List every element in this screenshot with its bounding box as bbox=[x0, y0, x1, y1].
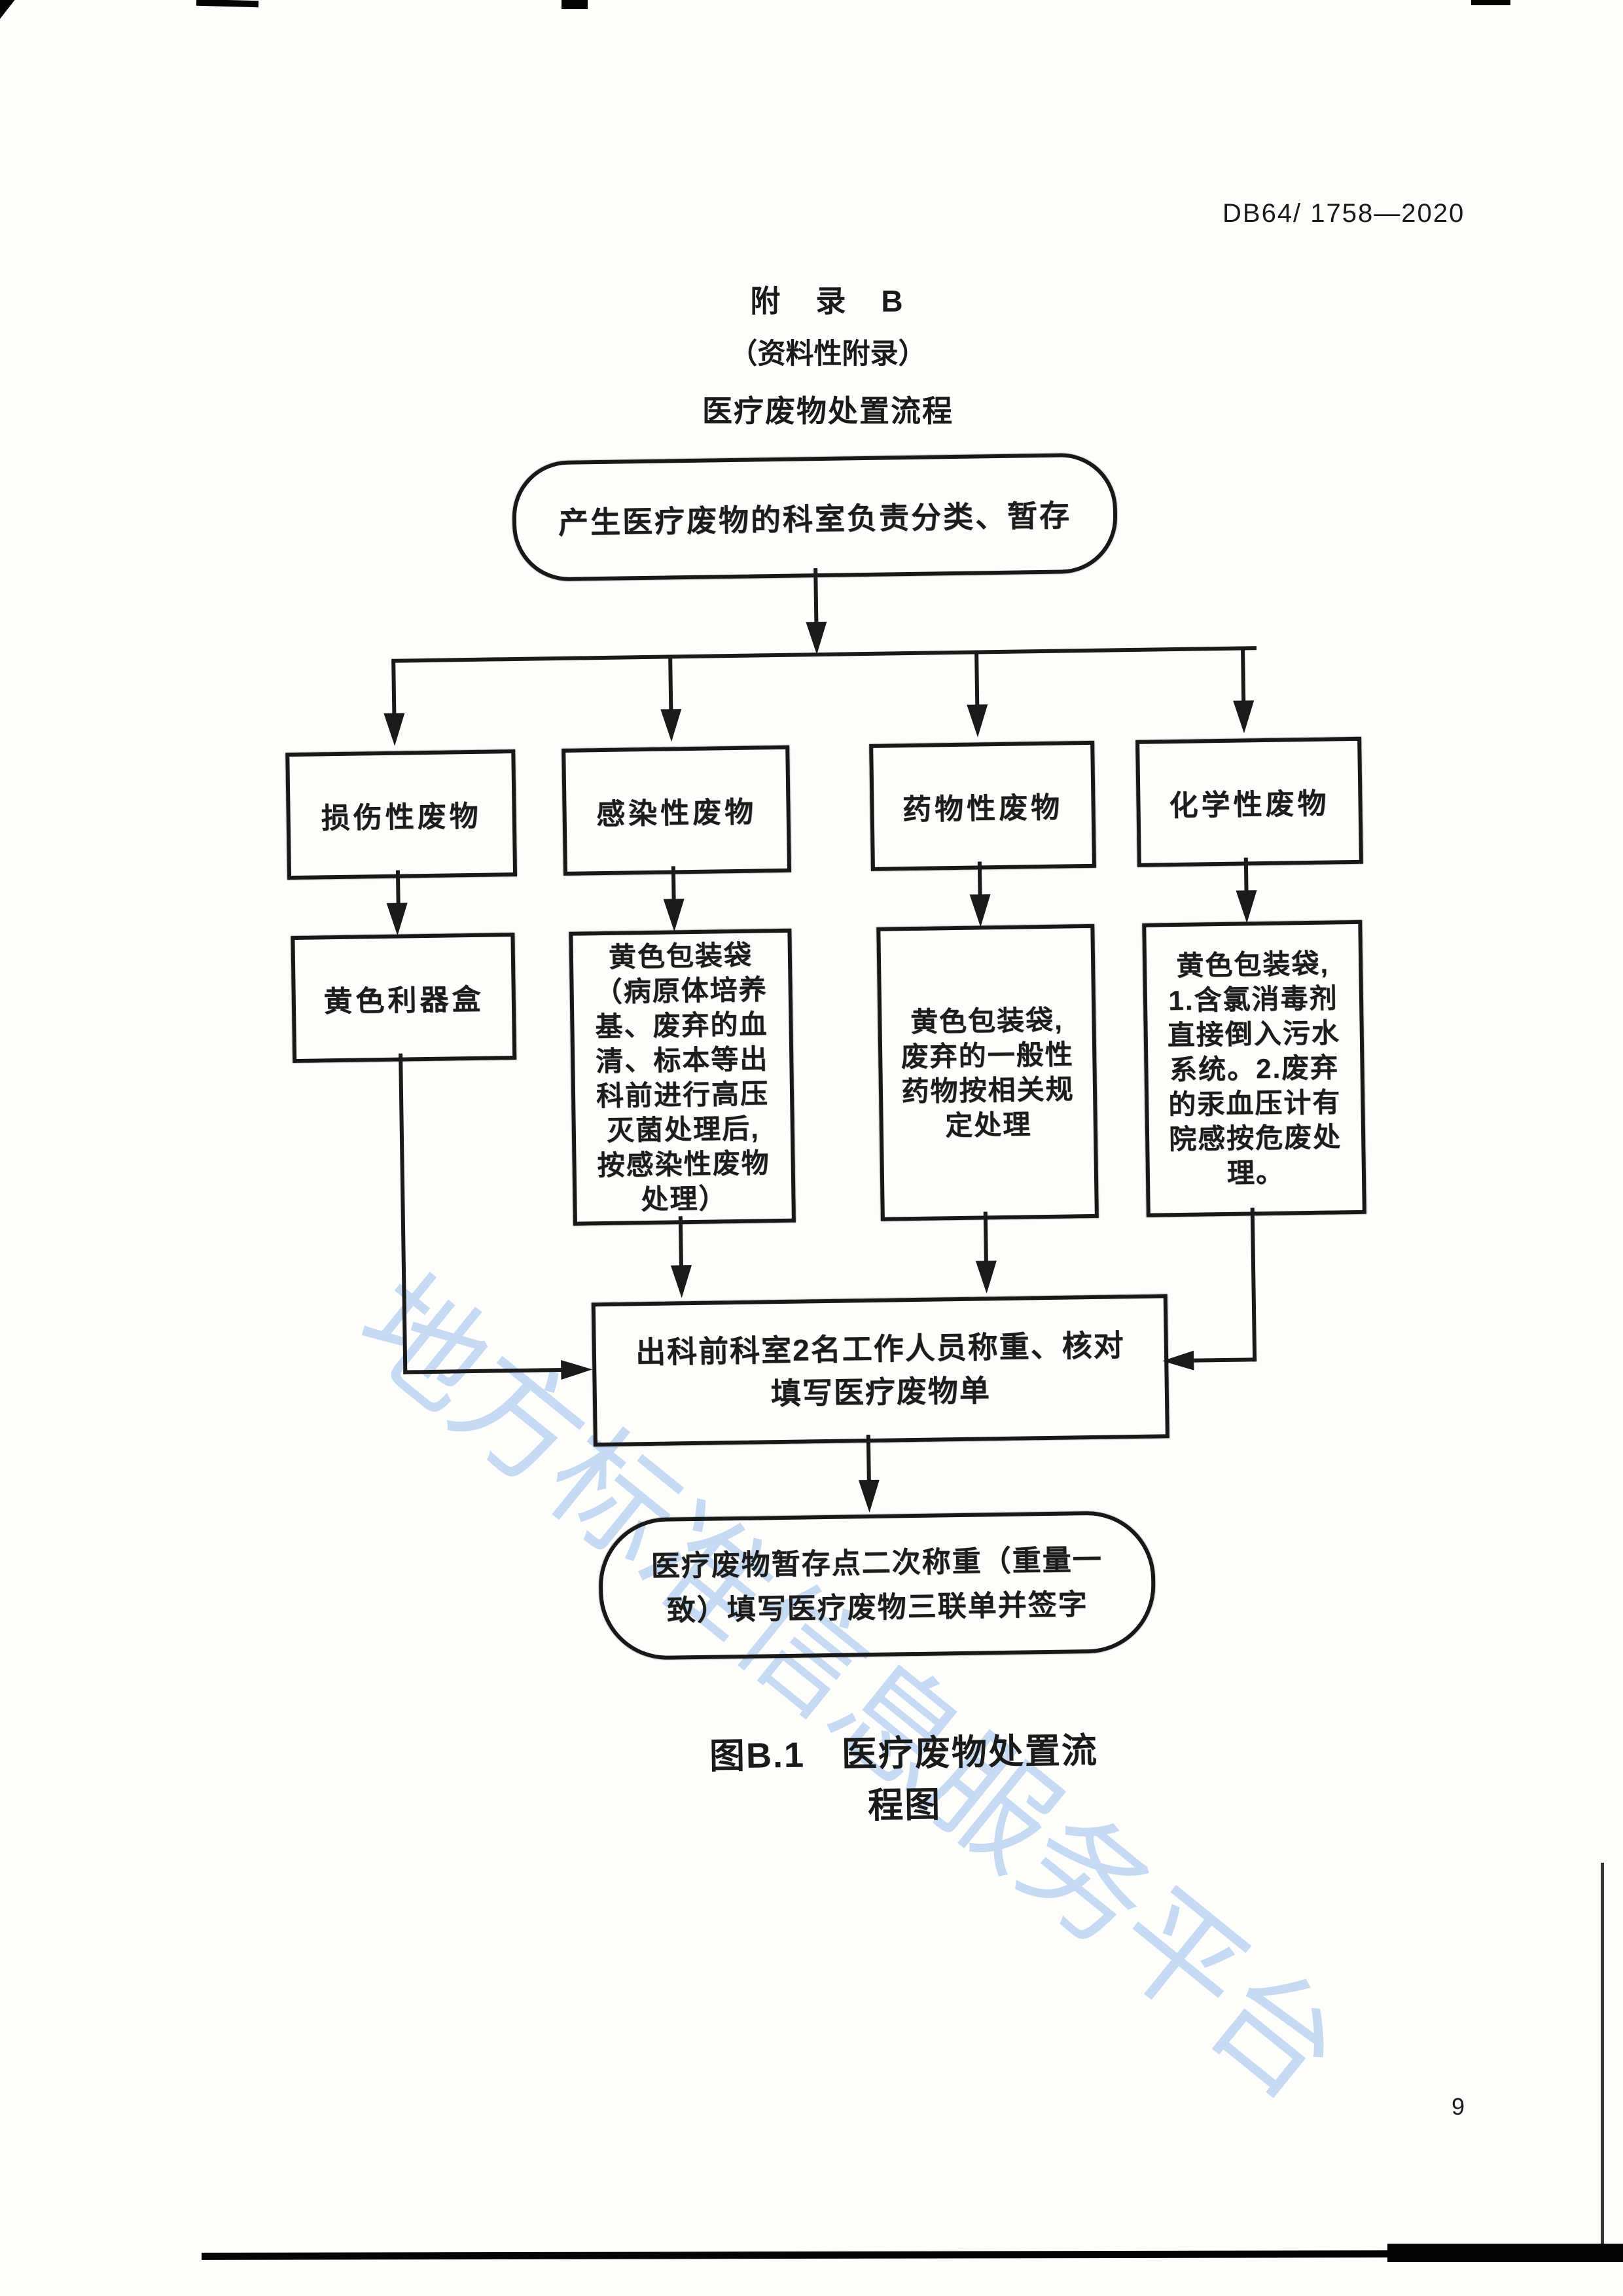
category-box-pharmaceutical-waste: 药物性废物 bbox=[869, 740, 1096, 871]
disposal-box-chemical: 黄色包装袋, 1.含氯消毒剂 直接倒入污水 系统。2.废弃 的汞血压计有 院感按… bbox=[1142, 920, 1366, 1217]
arrow-right-icon bbox=[561, 1359, 593, 1380]
connector-line bbox=[395, 870, 401, 905]
connector-line bbox=[813, 568, 819, 625]
connector-line bbox=[678, 1216, 683, 1268]
appendix-title: 附 录 B bbox=[750, 284, 906, 318]
arrow-down-icon bbox=[1236, 890, 1258, 924]
disposal-label: 黄色包装袋 （病原体培养 基、废弃的血 清、标本等出 科前进行高压 灭菌处理后,… bbox=[594, 939, 770, 1215]
arrow-down-icon bbox=[1233, 700, 1255, 734]
disposal-label: 黄色利器盒 bbox=[323, 983, 484, 1018]
arrow-down-icon bbox=[663, 899, 685, 932]
connector-line bbox=[671, 866, 676, 901]
figure-caption: 图B.1 医疗废物处置流程图 bbox=[709, 1731, 1099, 1826]
category-box-infectious-waste: 感染性废物 bbox=[562, 745, 792, 876]
connector-line bbox=[403, 1367, 564, 1374]
connector-line bbox=[983, 1211, 988, 1263]
appendix-type-subtitle: （资料性附录） bbox=[729, 338, 927, 370]
disposal-label: 黄色包装袋, 1.含氯消毒剂 直接倒入污水 系统。2.废弃 的汞血压计有 院感按… bbox=[1167, 948, 1342, 1189]
arrow-down-icon bbox=[967, 704, 988, 738]
scan-right-edge-line bbox=[1601, 1863, 1604, 2250]
disposal-box-sharps-container: 黄色利器盒 bbox=[291, 933, 517, 1064]
category-box-chemical-waste: 化学性废物 bbox=[1135, 736, 1363, 867]
disposal-box-infectious: 黄色包装袋 （病原体培养 基、废弃的血 清、标本等出 科前进行高压 灭菌处理后,… bbox=[569, 928, 796, 1226]
connector-line bbox=[1241, 648, 1246, 704]
connector-line bbox=[866, 1435, 871, 1482]
category-label: 损伤性废物 bbox=[321, 800, 482, 835]
arrow-down-icon bbox=[383, 713, 406, 746]
final-step-label: 医疗废物暂存点二次称重（重量一 致）填写医疗废物三联单并签字 bbox=[651, 1543, 1103, 1627]
arrow-down-icon bbox=[670, 1265, 692, 1299]
connector-line bbox=[1250, 1208, 1257, 1362]
connector-line bbox=[977, 861, 982, 896]
connector-line bbox=[1194, 1357, 1257, 1363]
arrow-down-icon bbox=[806, 621, 828, 655]
disposal-label: 黄色包装袋, 废弃的一般性 药物按相关规 定处理 bbox=[901, 1004, 1075, 1141]
arrow-down-icon bbox=[975, 1261, 997, 1294]
category-box-sharps-waste: 损伤性废物 bbox=[285, 749, 518, 880]
page-number: 9 bbox=[1451, 2093, 1465, 2120]
scan-edge-speck bbox=[1471, 0, 1510, 5]
category-label: 化学性废物 bbox=[1169, 787, 1330, 823]
flow-start-label: 产生医疗废物的科室负责分类、暂存 bbox=[558, 498, 1072, 540]
connector-line bbox=[399, 1053, 408, 1374]
standard-number-header: DB64/ 1758—2020 bbox=[1222, 199, 1465, 228]
scan-edge-speck bbox=[196, 0, 259, 8]
flow-start-node: 产生医疗废物的科室负责分类、暂存 bbox=[511, 452, 1118, 582]
flow-final-node: 医疗废物暂存点二次称重（重量一 致）填写医疗废物三联单并签字 bbox=[597, 1510, 1156, 1661]
arrow-down-icon bbox=[386, 903, 408, 936]
disposal-box-pharmaceutical: 黄色包装袋, 废弃的一般性 药物按相关规 定处理 bbox=[876, 924, 1099, 1221]
weigh-step-label: 出科前科室2名工作人员称重、核对 填写医疗废物单 bbox=[635, 1328, 1125, 1411]
connector-line bbox=[1243, 857, 1249, 892]
category-label: 感染性废物 bbox=[596, 796, 757, 831]
scan-bottom-blob bbox=[1387, 2244, 1623, 2262]
arrow-down-icon bbox=[858, 1479, 880, 1513]
connector-line bbox=[668, 656, 673, 712]
connector-line bbox=[391, 660, 397, 716]
connector-line bbox=[974, 652, 980, 708]
arrow-down-icon bbox=[660, 709, 683, 742]
category-label: 药物性废物 bbox=[902, 791, 1063, 827]
arrow-down-icon bbox=[969, 894, 991, 927]
weigh-and-record-box: 出科前科室2名工作人员称重、核对 填写医疗废物单 bbox=[591, 1294, 1169, 1447]
appendix-subject-title: 医疗废物处置流程 bbox=[702, 394, 954, 428]
scan-edge-speck bbox=[562, 0, 588, 9]
